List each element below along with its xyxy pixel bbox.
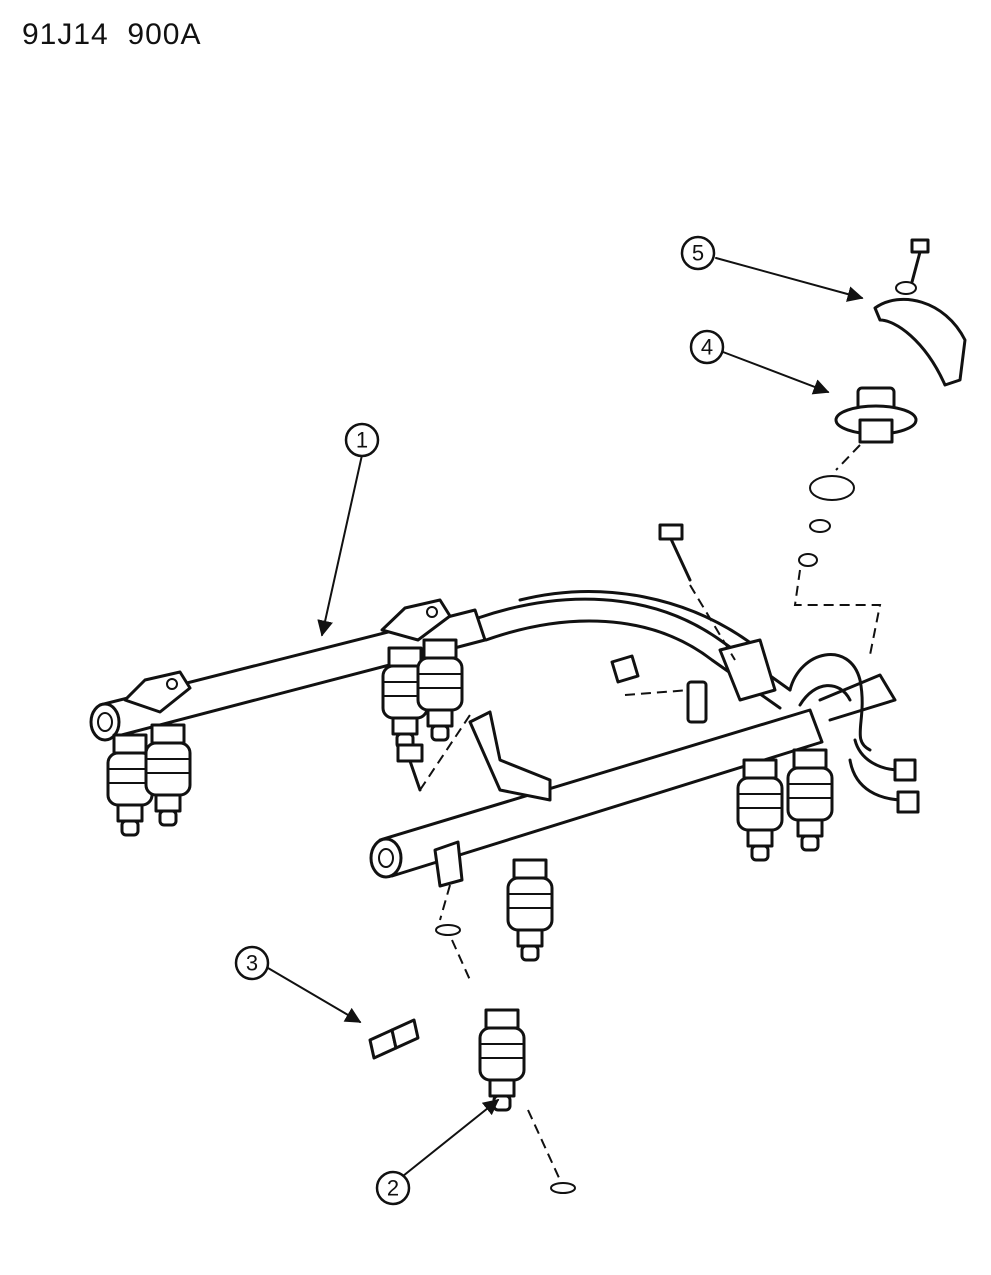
rail-bolts xyxy=(396,523,736,792)
callout-1-label: 1 xyxy=(356,428,368,453)
callout-4-label: 4 xyxy=(701,335,713,360)
callout-4: 4 xyxy=(689,329,725,365)
callout-2: 2 xyxy=(375,1170,411,1206)
callout-5: 5 xyxy=(680,235,716,271)
callout-leaders xyxy=(267,257,864,1181)
fuel-pressure-regulator xyxy=(793,386,918,656)
right-rail-injectors xyxy=(433,748,834,962)
callout-3: 3 xyxy=(234,945,270,981)
right-fuel-rail xyxy=(369,638,920,879)
diagram-code: 91J14 900A xyxy=(22,18,202,51)
callout-2-label: 2 xyxy=(387,1176,399,1201)
exploded-injector xyxy=(435,884,576,1194)
left-fuel-rail xyxy=(89,590,792,742)
callout-5-label: 5 xyxy=(692,241,704,266)
retaining-clip xyxy=(368,1018,420,1060)
regulator-bracket xyxy=(873,238,967,387)
callout-1: 1 xyxy=(344,422,380,458)
callout-3-label: 3 xyxy=(246,951,258,976)
